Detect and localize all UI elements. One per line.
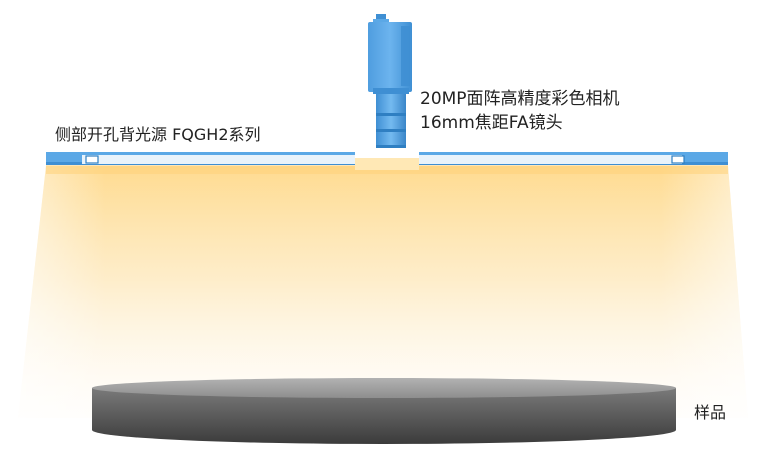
lens-label: 16mm焦距FA镜头 [420, 113, 563, 133]
backlight-bar-icon [46, 150, 728, 170]
backlight-label: 侧部开孔背光源 FQGH2系列 [55, 125, 261, 144]
sample-disc-icon [92, 378, 676, 444]
lens-icon [376, 94, 406, 148]
camera-label: 20MP面阵高精度彩色相机 [420, 89, 620, 109]
light-beam [18, 164, 748, 418]
camera-icon [368, 14, 412, 94]
sample-label: 样品 [694, 403, 727, 422]
